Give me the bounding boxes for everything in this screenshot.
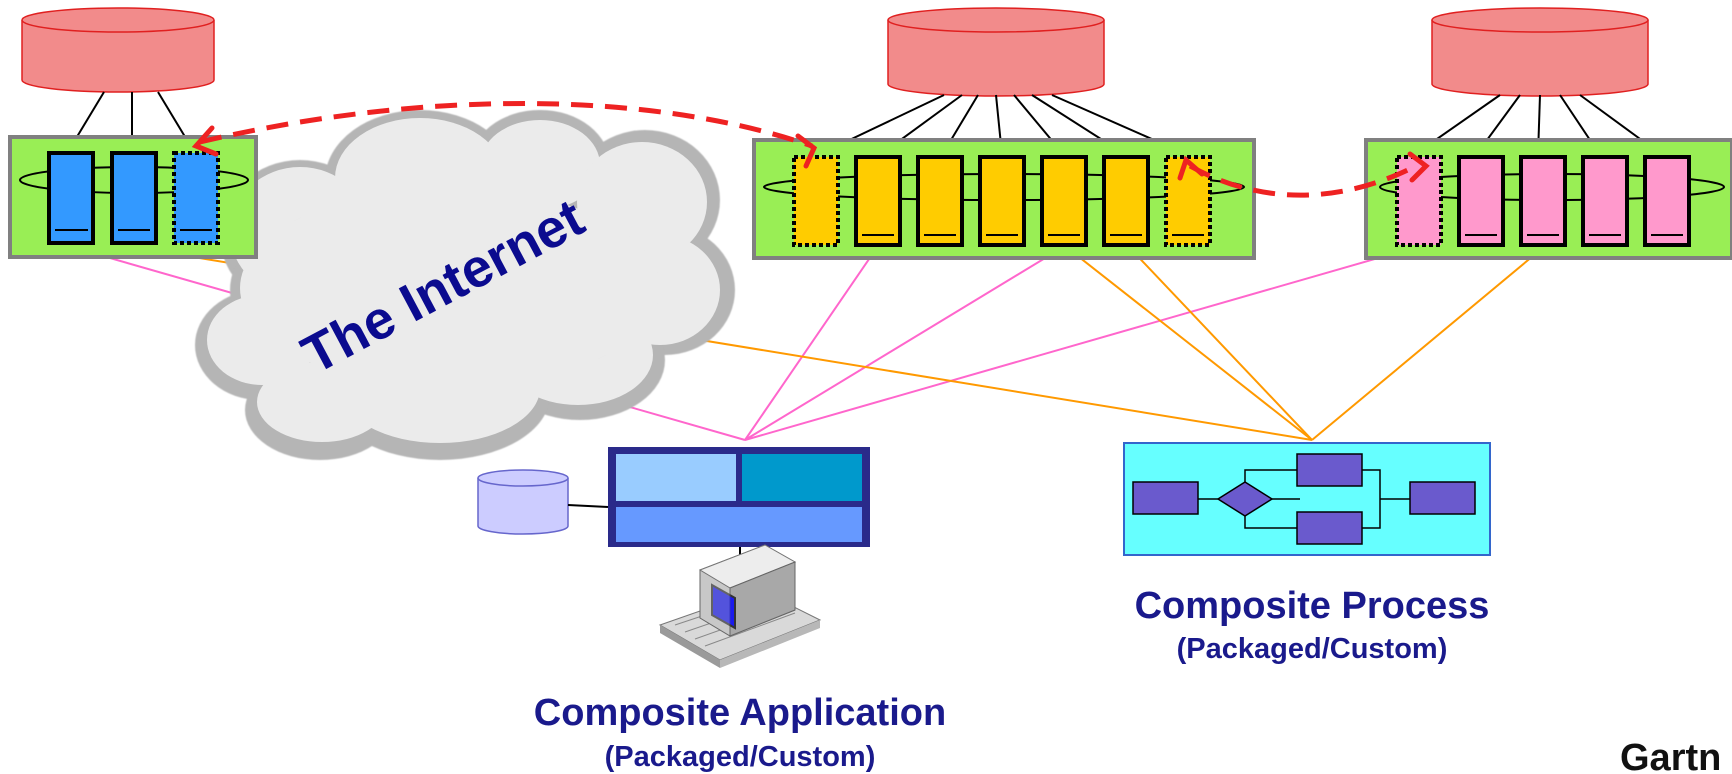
database-left <box>21 7 215 93</box>
service-panel-right <box>1364 138 1732 260</box>
service-block <box>916 155 964 247</box>
link-orange-right-process <box>1311 245 1546 441</box>
process-step <box>1296 511 1363 545</box>
process-step <box>1409 481 1476 515</box>
service-block-dotted <box>792 155 840 247</box>
internet-cloud: The Internet <box>195 110 735 460</box>
service-block <box>1643 155 1691 247</box>
composite-process-title: Composite Process <box>1135 585 1490 627</box>
link-orange-mid2-process <box>1127 245 1313 441</box>
database-middle <box>887 7 1105 97</box>
database-right <box>1431 7 1649 97</box>
arrowhead-right <box>1407 151 1430 183</box>
arrowhead-mid-right <box>1177 155 1205 181</box>
brand-logo-text: Gartn <box>1620 737 1721 774</box>
composite-application-title: Composite Application <box>534 692 946 734</box>
arrowheads <box>191 125 1430 183</box>
link-pink-mid1-app <box>744 245 879 441</box>
dashed-arrow-right <box>1188 162 1420 198</box>
link-orange-mid1-process <box>1064 245 1313 441</box>
composite-process-subtitle: (Packaged/Custom) <box>1177 633 1448 665</box>
service-panel-left <box>8 135 258 259</box>
composite-application-window <box>608 447 870 547</box>
local-database <box>477 469 609 535</box>
service-block <box>978 155 1026 247</box>
service-block <box>110 151 158 245</box>
composite-process-diagram <box>1123 442 1491 556</box>
service-block <box>1457 155 1505 247</box>
composite-application-subtitle: (Packaged/Custom) <box>605 741 876 773</box>
service-panel-middle <box>752 138 1256 260</box>
link-pink-mid2-app <box>744 245 1066 441</box>
service-block <box>1102 155 1150 247</box>
dashed-arrow-left <box>199 101 813 149</box>
service-block <box>47 151 95 245</box>
process-step <box>1296 453 1363 487</box>
service-block <box>1040 155 1088 247</box>
link-pink-right-app <box>744 245 1421 441</box>
migration-arrows <box>199 101 1420 198</box>
process-decision <box>1216 481 1274 517</box>
arrowhead-middle <box>795 133 818 169</box>
service-block <box>1581 155 1629 247</box>
arrowhead-left <box>191 125 219 157</box>
service-block <box>1519 155 1567 247</box>
service-block <box>854 155 902 247</box>
computer-icon <box>658 544 822 668</box>
service-block-dotted <box>172 151 220 245</box>
process-step <box>1132 481 1199 515</box>
